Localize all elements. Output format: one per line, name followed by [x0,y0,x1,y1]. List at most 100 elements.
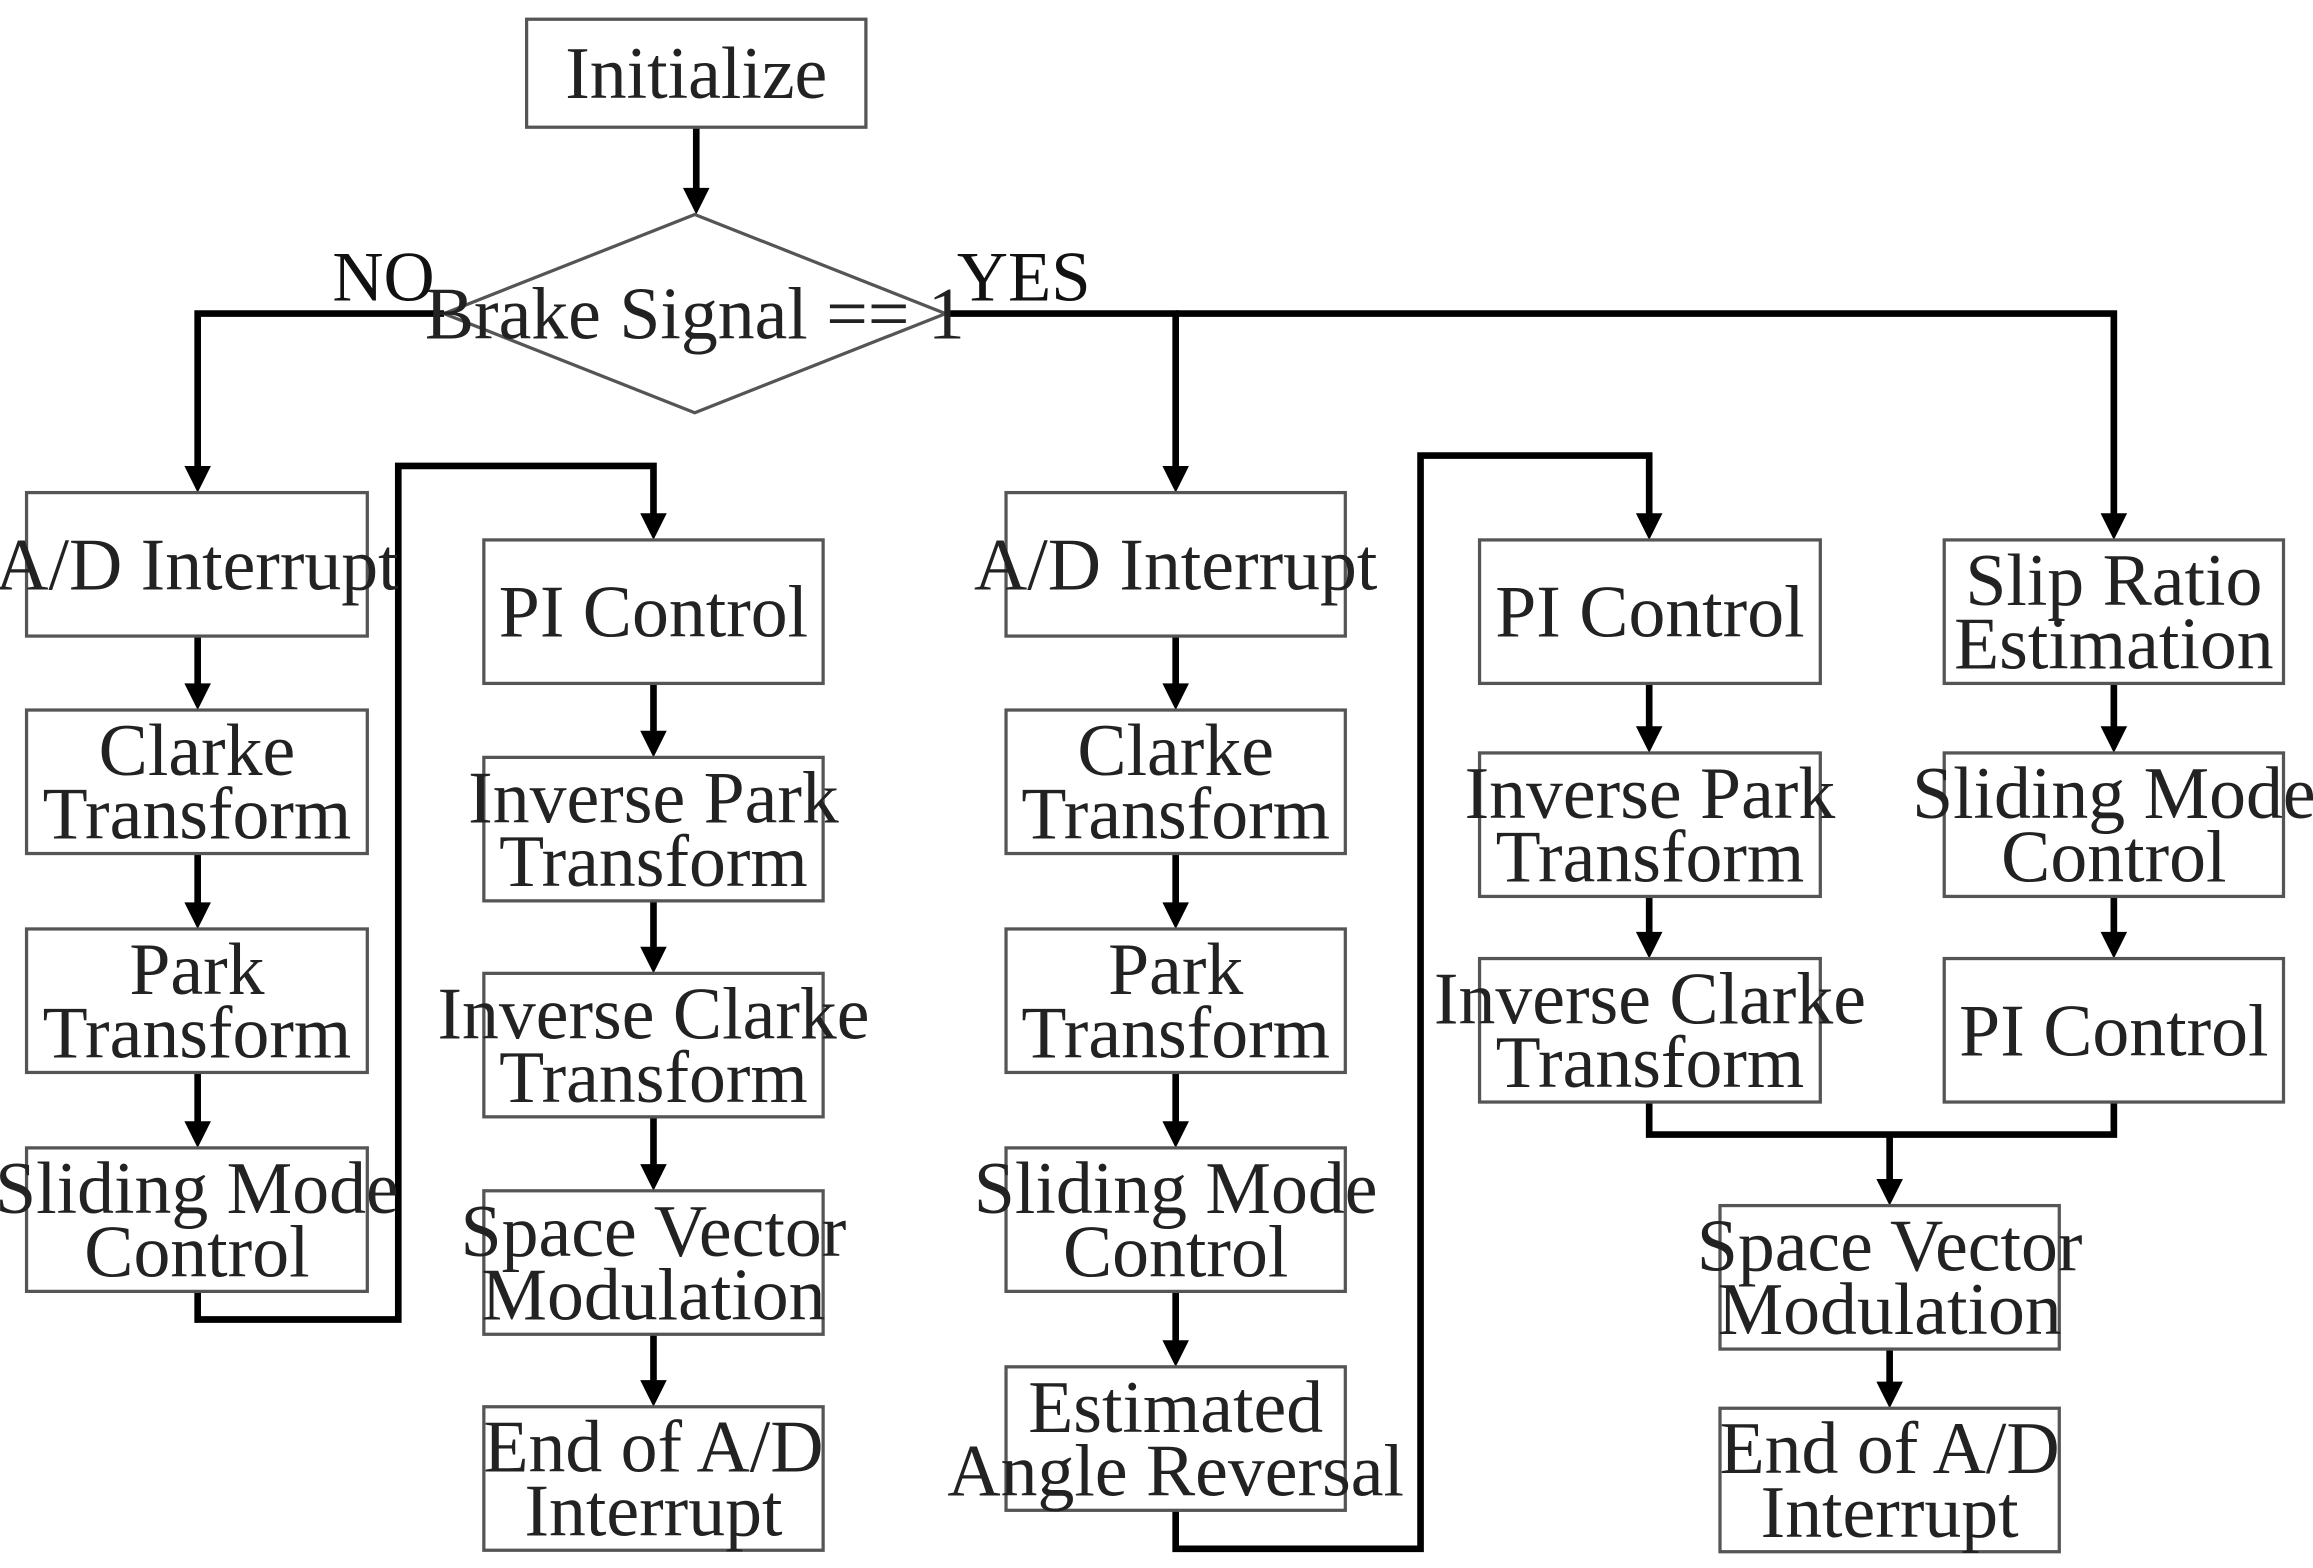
box-label-line: Control [84,1210,309,1292]
box-label-line: A/D Interrupt [0,523,399,605]
connector-line [194,462,657,1323]
connector-line [1172,452,1653,1553]
box-yes-ad: A/D Interrupt [974,490,1378,638]
arrow-head [640,513,667,540]
box-label-line: Estimated [1028,1366,1323,1448]
arrow-head [2100,931,2128,959]
box-label-line: Inverse Park [468,756,839,838]
box-label-line: Estimation [1954,602,2274,684]
box-initialize: Initialize [524,17,868,129]
box-label-line: Control [2001,815,2226,897]
box-label-line: Interrupt [524,1469,782,1551]
arrow-head [1162,465,1189,493]
arrow-head [1162,683,1189,711]
decision-brake-signal: Brake Signal == 1 [425,212,965,415]
box-label-line: Transform [1496,1021,1805,1103]
connector-line [194,310,445,469]
decision-label: Brake Signal == 1 [425,273,965,355]
arrow-head [184,1121,211,1148]
box-label-line: A/D Interrupt [974,523,1378,605]
box-label-line: Sliding Mode [1912,752,2313,834]
box-label-line: Space Vector [1697,1204,2083,1286]
branch-labels: NO YES [332,238,1090,316]
box-label-line: Sliding Mode [974,1147,1378,1229]
arrow-head [2100,513,2128,540]
connector-line [1645,1102,2118,1138]
box-label-line: Transform [1021,991,1330,1073]
arrow-head [1162,1340,1189,1367]
box-label-line: Transform [499,820,808,902]
arrow-head [1162,902,1189,929]
arrow-head [1876,1178,1903,1206]
box-label-line: Initialize [565,32,827,114]
box-label-line: Inverse Park [1465,752,1836,834]
box-label-line: Sliding Mode [0,1147,399,1229]
box-label-line: Modulation [1718,1268,2062,1350]
arrow-head [1876,1381,1903,1409]
connectors [184,127,2128,1553]
arrow-head [2100,726,2128,753]
box-yes-pi: PI Control [1477,538,1822,686]
arrow-head [640,730,667,758]
box-label-line: Clarke [1077,709,1274,791]
arrow-head [640,946,667,974]
arrow-head [682,187,710,215]
arrow-head [1635,513,1663,540]
box-label-line: End of A/D [483,1406,823,1488]
box-label-line: Transform [43,991,352,1073]
arrow-head [640,1380,667,1407]
box-label-line: Inverse Clarke [1434,957,1866,1039]
box-label-line: Transform [1021,773,1330,855]
arrow-head [184,902,211,929]
no-branch-label: NO [332,238,434,316]
arrow-head [640,1164,667,1191]
box-slip-pi: PI Control [1942,956,2286,1104]
box-label-line: Space Vector [461,1190,847,1272]
box-label-line: PI Control [499,571,808,653]
box-label-line: PI Control [1959,989,2268,1071]
arrow-head [1635,726,1663,753]
arrow-head [1635,931,1663,959]
box-label-line: Interrupt [1761,1471,2019,1553]
box-label-line: Park [1108,928,1243,1010]
box-label-line: Angle Reversal [947,1429,1404,1511]
connector-line [1175,310,2118,517]
box-label-line: End of A/D [1720,1407,2060,1489]
arrow-head [1162,1121,1189,1148]
box-label-line: Park [129,928,264,1010]
arrow-head [184,465,211,493]
box-label-line: Inverse Clarke [437,972,869,1054]
yes-branch-label: YES [957,238,1091,316]
box-no-ad: A/D Interrupt [0,490,399,638]
box-label-line: Transform [499,1036,808,1118]
box-label-line: PI Control [1495,571,1804,653]
box-label-line: Clarke [99,709,296,791]
arrow-head [184,683,211,711]
box-label-line: Modulation [481,1253,825,1335]
box-label-line: Control [1063,1210,1288,1292]
connector-line [945,310,1179,469]
box-label-line: Transform [43,773,352,855]
box-label-line: Transform [1496,815,1805,897]
box-no-pi: PI Control [482,538,825,686]
box-label-line: Slip Ratio [1965,539,2262,621]
